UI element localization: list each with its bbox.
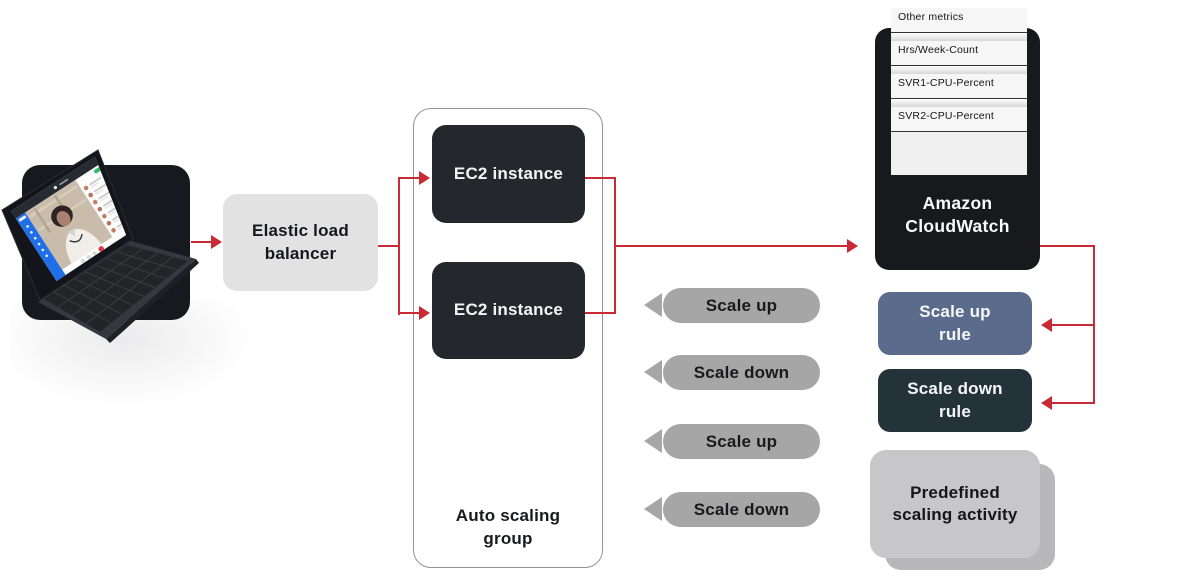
bubble-tail-icon (644, 429, 662, 453)
arrowhead-into-scale-up-rule (1041, 318, 1052, 332)
scale-event-bubble-4: Scale down (663, 492, 820, 527)
metric-row-gap (891, 99, 1027, 107)
connector-rules-vertical (1092, 244, 1095, 405)
laptop-key-grid (54, 248, 178, 325)
auto-scaling-group-container (413, 108, 603, 568)
bubble-tail-icon (644, 497, 662, 521)
ec2-instance-node-1: EC2 instance (432, 125, 585, 223)
arrowhead-into-ec2-2 (419, 306, 430, 320)
connector-to-scale-down-rule (1051, 401, 1093, 405)
call-controls (80, 246, 105, 264)
laptop-video-call-icon (1, 149, 199, 343)
predefined-activity-label: Predefined scaling activity (892, 482, 1018, 524)
connector-to-ec2-2 (400, 311, 420, 315)
connector-to-ec2-1 (400, 176, 420, 180)
bubble-tail-icon (644, 360, 662, 384)
connector-ec2-2-out (585, 311, 616, 315)
auto-scaling-group-label-wrap: Auto scaling group (413, 505, 603, 551)
scale-down-rule-node: Scale down rule (878, 369, 1032, 432)
bubble-tail-icon (644, 293, 662, 317)
scale-event-2-label: Scale down (693, 362, 790, 382)
connector-to-scale-up-rule (1051, 323, 1093, 327)
connector-cloudwatch-out (1040, 244, 1095, 248)
metric-row: SVR1-CPU-Percent (891, 74, 1027, 99)
end-call-button-icon (98, 246, 105, 252)
connector-ec2-1-out (585, 176, 616, 180)
metric-row-gap (891, 66, 1027, 74)
cloudwatch-label-wrap: Amazon CloudWatch (875, 192, 1040, 238)
metric-row: SVR2-CPU-Percent (891, 107, 1027, 132)
scale-event-bubble-2: Scale down (663, 355, 820, 390)
stethoscope (69, 233, 83, 243)
metric-row: Other metrics (891, 8, 1027, 33)
arrowhead-into-elb (211, 235, 222, 249)
videoapp-sidebar (15, 212, 68, 284)
ec2-instance-1-label: EC2 instance (453, 163, 564, 183)
elastic-load-balancer-node: Elastic load balancer (223, 194, 378, 291)
scale-event-bubble-3: Scale up (663, 424, 820, 459)
scale-up-rule-label: Scale up rule (919, 302, 991, 344)
scale-event-bubble-1: Scale up (663, 288, 820, 323)
doctor-coat (65, 229, 102, 264)
scale-down-rule-label: Scale down rule (907, 379, 1003, 421)
scale-event-3-label: Scale up (705, 431, 778, 451)
connector-elb-out (378, 245, 399, 248)
metric-row: Hrs/Week-Count (891, 41, 1027, 66)
arrowhead-into-scale-down-rule (1041, 396, 1052, 410)
connector-to-cloudwatch (614, 244, 848, 248)
scale-event-4-label: Scale down (693, 499, 790, 519)
doctor-face (56, 210, 71, 227)
arrowhead-into-cloudwatch (847, 239, 858, 253)
arrowhead-into-ec2-1 (419, 171, 430, 185)
cloudwatch-metrics-panel: Other metrics Hrs/Week-Count SVR1-CPU-Pe… (891, 8, 1027, 175)
connector-laptop-to-elb (191, 241, 212, 244)
connector-elb-split-vertical (398, 177, 401, 315)
predefined-activity-node: Predefined scaling activity (870, 450, 1040, 558)
laptop-front-edge (106, 259, 199, 343)
scale-event-1-label: Scale up (705, 295, 778, 315)
auto-scaling-group-label: Auto scaling group (455, 506, 561, 548)
scale-up-rule-node: Scale up rule (878, 292, 1032, 355)
metric-row-gap (891, 33, 1027, 41)
cloudwatch-label: Amazon CloudWatch (905, 193, 1010, 236)
ec2-instance-node-2: EC2 instance (432, 262, 585, 359)
elb-label: Elastic load balancer (252, 221, 349, 263)
ec2-instance-2-label: EC2 instance (453, 300, 564, 320)
